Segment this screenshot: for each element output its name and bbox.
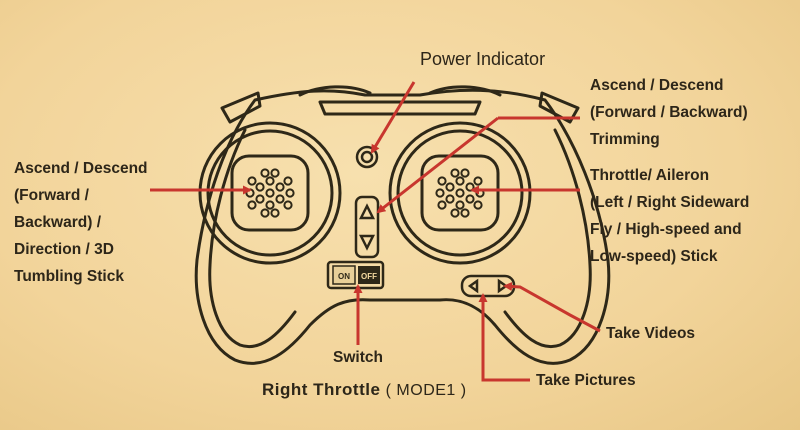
switch-off-label: OFF <box>361 272 377 281</box>
grip-dot <box>285 188 295 198</box>
grip-dot <box>465 194 475 204</box>
arrow-take-pictures <box>478 293 530 382</box>
left-stick-grip-dots <box>245 168 295 218</box>
grip-dot <box>275 182 285 192</box>
label-left-stick-line3: Backward) / <box>14 214 102 231</box>
label-right-stick: Throttle/ Aileron (Left / Right Sideward… <box>590 162 749 270</box>
trim-button <box>354 195 380 259</box>
label-right-stick-line4: Low-speed) Stick <box>590 248 718 265</box>
diagram-title: Right Throttle ( MODE1 ) <box>262 380 467 400</box>
label-take-videos: Take Videos <box>606 325 696 342</box>
grip-dot <box>265 200 275 210</box>
grip-dot <box>247 200 257 210</box>
grip-dot <box>473 176 483 186</box>
label-trimming-line3: Trimming <box>590 131 660 148</box>
grip-dot <box>450 208 460 218</box>
power-switch: ON OFF <box>326 260 385 290</box>
title-main: Right Throttle <box>262 380 381 399</box>
grip-dot <box>270 168 280 178</box>
pointer-arrows <box>150 81 601 382</box>
grip-dot <box>437 176 447 186</box>
label-trimming: Ascend / Descend (Forward / Backward) Tr… <box>590 72 748 153</box>
grip-dot <box>283 200 293 210</box>
grip-dot <box>460 208 470 218</box>
grip-dot <box>445 182 455 192</box>
label-right-stick-line1: Throttle/ Aileron <box>590 167 710 184</box>
label-left-stick-line2: (Forward / <box>14 187 89 204</box>
switch-on-label: ON <box>338 272 350 281</box>
controller-body <box>194 85 611 365</box>
grip-dot <box>435 188 445 198</box>
label-right-stick-line3: Fly / High-speed and <box>590 221 742 238</box>
right-stick-housing <box>388 121 532 265</box>
grip-dot <box>450 168 460 178</box>
grip-dot <box>473 200 483 210</box>
grip-dot <box>437 200 447 210</box>
grip-dot <box>275 194 285 204</box>
right-stick-grip-dots <box>435 168 485 218</box>
arrow-take-videos <box>503 281 601 333</box>
label-left-stick-line1: Ascend / Descend <box>14 160 148 177</box>
title-mode: ( MODE1 ) <box>385 382 467 399</box>
grip-dot <box>455 200 465 210</box>
grip-dot <box>255 194 265 204</box>
power-indicator-led <box>355 145 379 169</box>
label-power-indicator: Power Indicator <box>420 49 546 69</box>
label-left-stick-line4: Direction / 3D <box>14 241 114 258</box>
grip-dot <box>265 188 275 198</box>
label-trimming-line1: Ascend / Descend <box>590 77 724 94</box>
label-right-stick-line2: (Left / Right Sideward <box>590 194 750 211</box>
grip-dot <box>270 208 280 218</box>
grip-dot <box>260 208 270 218</box>
label-trimming-line2: (Forward / Backward) <box>590 104 748 121</box>
grip-dot <box>247 176 257 186</box>
label-take-pictures: Take Pictures <box>536 372 636 389</box>
grip-dot <box>460 168 470 178</box>
grip-dot <box>265 176 275 186</box>
grip-dot <box>455 176 465 186</box>
label-left-stick: Ascend / Descend (Forward / Backward) / … <box>14 155 148 290</box>
grip-dot <box>455 188 465 198</box>
grip-dot <box>255 182 265 192</box>
grip-dot <box>260 168 270 178</box>
grip-dot <box>445 194 455 204</box>
arrow-power-indicator <box>370 81 416 154</box>
label-switch: Switch <box>333 349 383 366</box>
left-stick-housing <box>198 121 342 265</box>
label-left-stick-line5: Tumbling Stick <box>14 268 124 285</box>
grip-dot <box>283 176 293 186</box>
